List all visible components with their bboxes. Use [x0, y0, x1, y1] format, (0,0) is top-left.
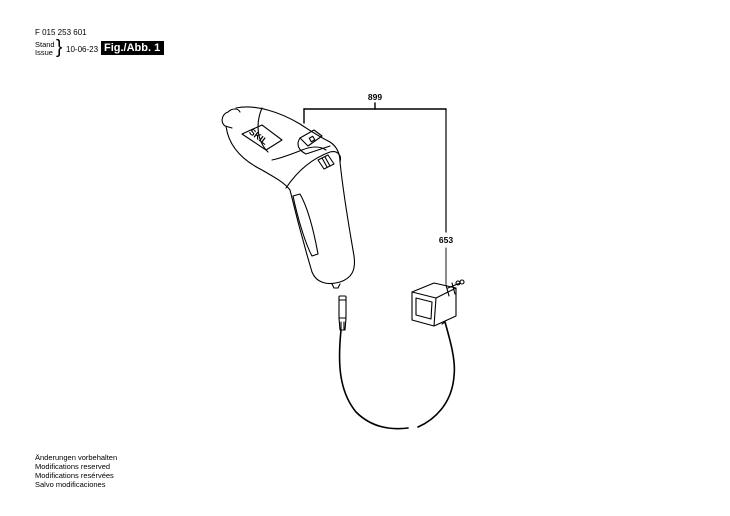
part-label-899: 899 [368, 92, 382, 102]
document-number: F 015 253 601 [35, 28, 87, 37]
charger-adapter-illustration [411, 279, 465, 327]
notice-line-en: Modifications reserved [35, 462, 111, 471]
modifications-notice: Änderungen vorbehalten Modifications res… [35, 453, 117, 489]
skil-brand-text: SKIL [247, 127, 270, 147]
cable-with-plug [338, 295, 456, 430]
notice-line-de: Änderungen vorbehalten [35, 453, 118, 462]
brace-glyph: } [56, 37, 63, 58]
bracket-899 [303, 102, 447, 285]
notice-line-fr: Modifications resérvées [35, 471, 114, 480]
stand-issue-labels: Stand Issue [35, 41, 55, 57]
figure-label: Fig./Abb. 1 [101, 41, 165, 55]
notice-line-es: Salvo modificaciones [35, 480, 106, 489]
screwdriver-illustration [221, 106, 356, 289]
issue-date: 10-06-23 [66, 45, 99, 54]
stand-label: Stand [35, 40, 55, 49]
part-label-653: 653 [439, 235, 453, 245]
issue-label: Issue [35, 48, 53, 57]
